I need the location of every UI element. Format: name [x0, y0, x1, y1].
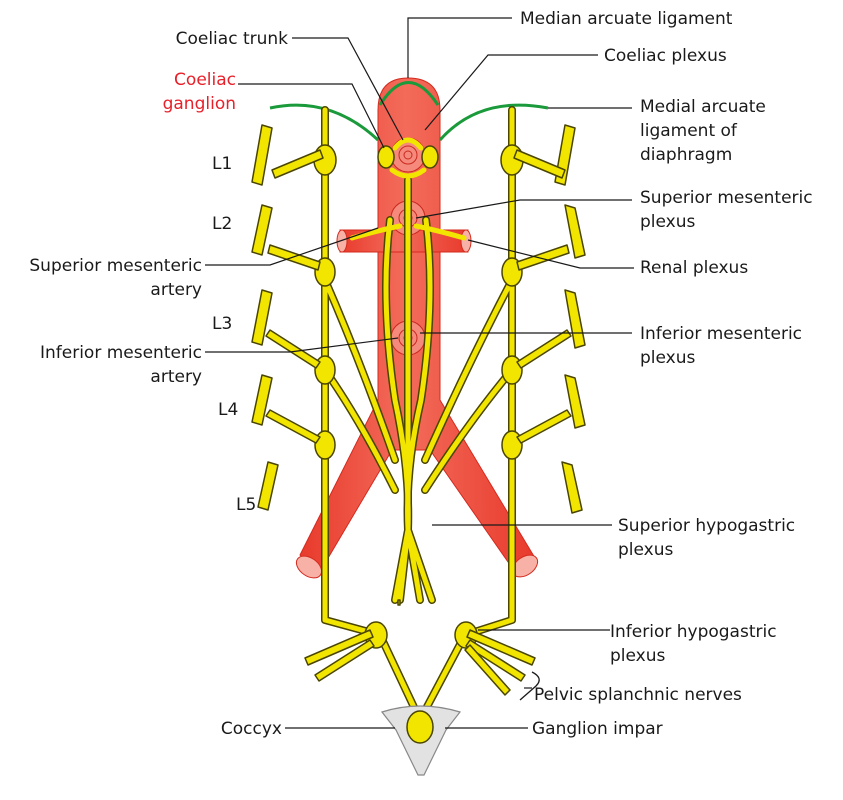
label-median-arcuate-ligament: Median arcuate ligament: [520, 9, 733, 29]
label-level-l1: L1: [212, 154, 233, 174]
label-level-l2: L2: [212, 214, 233, 234]
ganglion-impar-shape: [406, 710, 434, 744]
left-coeliac-ganglion: [377, 145, 395, 169]
label-level-l5: L5: [236, 495, 257, 515]
label-coeliac-trunk: Coeliac trunk: [175, 29, 288, 49]
label-level-l4: L4: [218, 400, 239, 420]
leader-lines: [205, 17, 634, 729]
pelvic-splanchnic-bracket: [519, 671, 540, 701]
sympathetic-nerves: [251, 106, 586, 724]
label-renal-plexus: Renal plexus: [640, 258, 749, 278]
median-arcuate-ligament-line: [378, 81, 440, 106]
label-level-l3: L3: [212, 314, 233, 334]
right-medial-arcuate-ligament-line: [438, 103, 549, 141]
label-ganglion-impar: Ganglion impar: [532, 719, 663, 739]
label-pelvic-splanchnic-nerves: Pelvic splanchnic nerves: [534, 685, 742, 705]
label-coeliac-plexus: Coeliac plexus: [604, 46, 727, 66]
label-coccyx: Coccyx: [220, 719, 282, 739]
left-common-iliac-artery-end: [295, 555, 323, 579]
right-coeliac-ganglion: [421, 145, 439, 169]
coccyx: [380, 705, 462, 776]
